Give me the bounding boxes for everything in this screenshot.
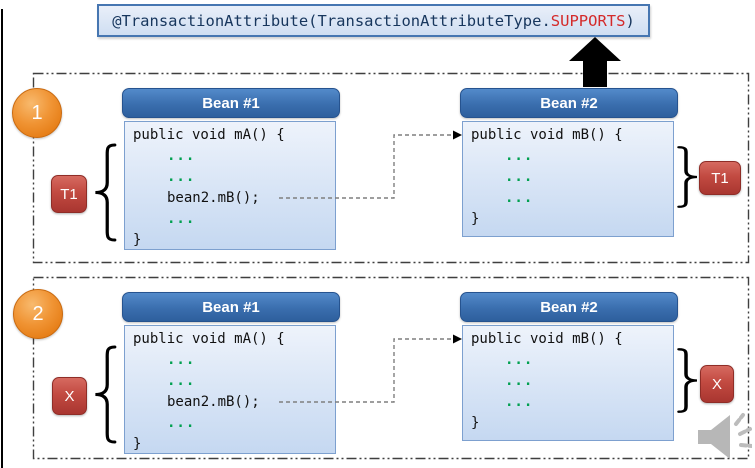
code-line: public void mA() { [125, 329, 335, 350]
code-text: } [471, 211, 480, 227]
scenario-1-bean2-code-block: public void mB() { ... ... ... } [462, 121, 674, 237]
code-text: ... [505, 148, 534, 164]
code-text: ... [505, 190, 534, 206]
scenario-number: 2 [32, 302, 44, 325]
code-line: ... [125, 413, 335, 434]
scenario-1-connector-arrowhead-icon [453, 130, 462, 140]
code-text: ... [167, 211, 196, 227]
code-line: public void mA() { [125, 125, 335, 146]
up-arrow-icon [569, 37, 621, 87]
annotation-code: @TransactionAttribute(TransactionAttribu… [112, 12, 635, 30]
code-line: } [125, 230, 335, 251]
code-text: ... [505, 352, 534, 368]
code-line: } [463, 413, 673, 434]
scenario-1-bean1-code-block: public void mA() { ... ... bean2.mB(); .… [124, 121, 336, 250]
scenario-2-bean1-code-block: public void mA() { ... ... bean2.mB(); .… [124, 325, 336, 454]
scenario-number: 1 [31, 101, 43, 124]
code-line: ... [125, 350, 335, 371]
scenario-2-bean2-code-block: public void mB() { ... ... ... } [462, 325, 674, 441]
code-text: public void mA() { [133, 331, 285, 347]
code-line: ... [125, 167, 335, 188]
code-line: } [125, 434, 335, 455]
code-line: public void mB() { [463, 125, 673, 146]
scenario-1-left-transaction-label: T1 [51, 175, 87, 213]
code-line: } [463, 209, 673, 230]
label-text: T1 [60, 185, 78, 203]
code-line: bean2.mB(); [125, 392, 335, 413]
scenario-2-connector-arrowhead-icon [453, 334, 462, 344]
title-suffix: ) [625, 11, 635, 30]
code-text: ... [167, 352, 196, 368]
code-line: ... [463, 392, 673, 413]
label-text: X [64, 387, 75, 405]
code-line: ... [463, 350, 673, 371]
code-line: ... [125, 371, 335, 392]
speaker-audio-icon[interactable] [692, 409, 752, 466]
scenario-2-bean2-header: Bean #2 [460, 292, 678, 322]
code-text: } [133, 436, 142, 452]
scenario-1-right-transaction-label: T1 [699, 161, 741, 195]
code-text: ... [167, 415, 196, 431]
code-text: ... [505, 373, 534, 389]
code-line: ... [463, 167, 673, 188]
scenario-1-number-badge: 1 [12, 88, 62, 138]
code-text: public void mB() { [471, 127, 623, 143]
code-text: } [471, 415, 480, 431]
code-line: bean2.mB(); [125, 188, 335, 209]
left-brace-icon [95, 143, 117, 242]
code-text: public void mB() { [471, 331, 623, 347]
label-text: X [711, 375, 722, 393]
code-text: ... [167, 169, 196, 185]
code-text: ... [167, 373, 196, 389]
scenario-1-bean2-header: Bean #2 [460, 88, 678, 118]
label-text: T1 [711, 169, 729, 187]
code-text: bean2.mB(); [167, 394, 260, 410]
right-brace-icon [677, 348, 698, 413]
bean-title: Bean #1 [202, 298, 260, 316]
bean-title: Bean #2 [540, 298, 598, 316]
code-text: bean2.mB(); [167, 190, 260, 206]
scenario-2-right-transaction-label: X [700, 365, 734, 403]
scenario-1-bean1-header: Bean #1 [122, 88, 340, 118]
code-line: ... [463, 146, 673, 167]
bean-title: Bean #1 [202, 94, 260, 112]
code-text: } [133, 232, 142, 248]
code-line: ... [125, 146, 335, 167]
code-line: public void mB() { [463, 329, 673, 350]
code-line: ... [463, 371, 673, 392]
slide-left-border [1, 9, 3, 468]
code-text: ... [167, 148, 196, 164]
scenario-2-number-badge: 2 [13, 289, 63, 339]
bean-title: Bean #2 [540, 94, 598, 112]
code-text: ... [505, 394, 534, 410]
code-line: ... [125, 209, 335, 230]
code-line: ... [463, 188, 673, 209]
code-text: public void mA() { [133, 127, 285, 143]
scenario-2-bean1-header: Bean #1 [122, 292, 340, 322]
title-highlight: SUPPORTS [550, 11, 626, 30]
title-prefix: @TransactionAttribute(TransactionAttribu… [112, 11, 551, 30]
annotation-title-box: @TransactionAttribute(TransactionAttribu… [97, 4, 650, 37]
left-brace-icon [95, 345, 117, 444]
code-text: ... [505, 169, 534, 185]
scenario-2-left-transaction-label: X [52, 377, 87, 415]
